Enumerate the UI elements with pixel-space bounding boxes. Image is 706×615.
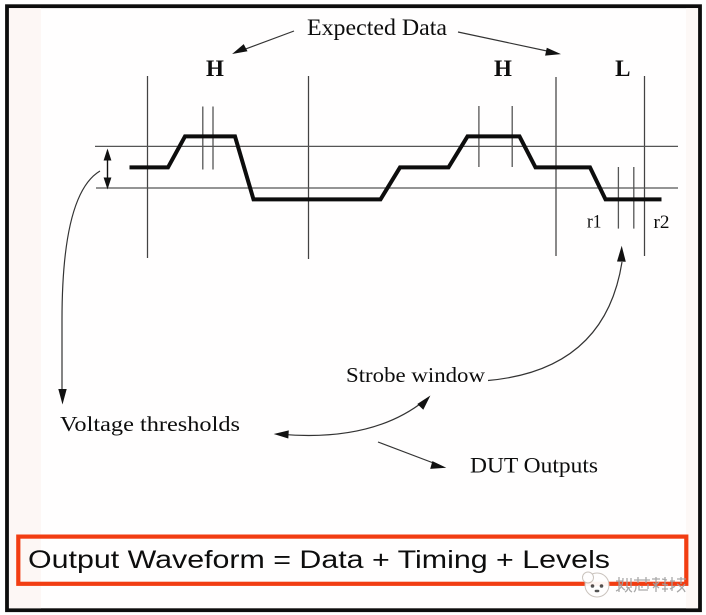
svg-text:r2: r2 (654, 213, 670, 233)
svg-text:Strobe window: Strobe window (346, 363, 485, 387)
svg-text:Voltage thresholds: Voltage thresholds (60, 412, 240, 436)
svg-text:r1: r1 (587, 213, 602, 233)
svg-text:H: H (494, 56, 512, 81)
svg-text:H: H (206, 56, 224, 81)
svg-text:Output Waveform = Data + Timin: Output Waveform = Data + Timing + Levels (28, 546, 610, 574)
svg-text:L: L (615, 56, 630, 81)
svg-text:Expected Data: Expected Data (307, 15, 447, 40)
svg-text:DUT Outputs: DUT Outputs (470, 453, 598, 478)
